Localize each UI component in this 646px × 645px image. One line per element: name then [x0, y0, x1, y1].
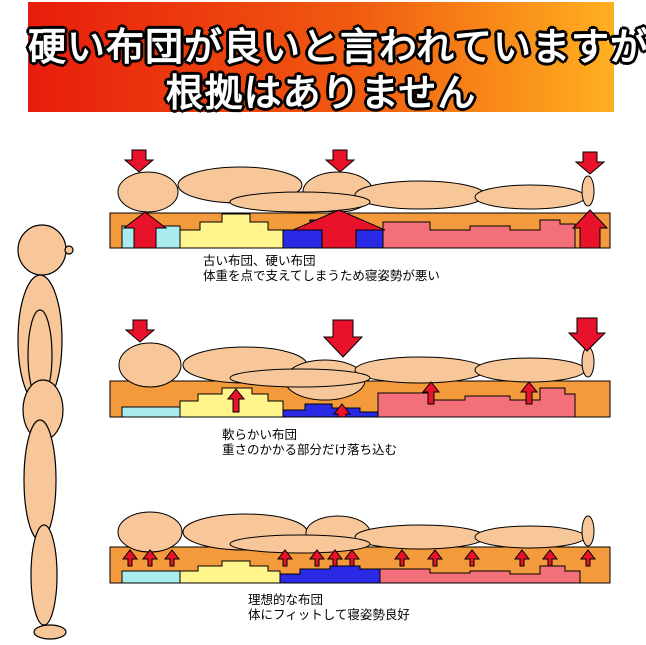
- body-head: [117, 171, 179, 213]
- up-arrow: [426, 549, 444, 567]
- up-arrow: [393, 549, 411, 567]
- figure-shin: [30, 524, 58, 626]
- caption-ideal-futon: 理想的な布団 体にフィットして寝姿勢良好: [248, 592, 410, 622]
- caption-title: 理想的な布団: [248, 592, 324, 607]
- body-arm: [229, 368, 371, 388]
- zone-cyan: [121, 570, 181, 584]
- title-line-2: 根拠はありません: [165, 71, 477, 115]
- figure-nose: [64, 245, 74, 255]
- body-thigh: [354, 524, 486, 550]
- body-thigh: [354, 180, 486, 210]
- body-head: [118, 342, 182, 388]
- down-arrow: [322, 319, 364, 358]
- pressure-arrows-1: [122, 149, 609, 249]
- zone-cyan: [121, 406, 181, 418]
- caption-title: 古い布団、硬い布団: [203, 253, 316, 268]
- up-arrow: [308, 549, 326, 567]
- body-arm: [229, 191, 371, 213]
- title-banner-background: [28, 2, 614, 112]
- up-arrow: [421, 381, 441, 405]
- lying-body-2: [118, 342, 595, 401]
- caption-desc: 体重を点で支えてしまうため寝姿勢が悪い: [203, 268, 440, 283]
- up-arrow: [332, 403, 352, 418]
- title-banner: 硬い布団が良いと言われていますが 根拠はありません: [28, 2, 646, 115]
- up-arrow: [121, 549, 139, 567]
- figure-foot: [33, 624, 67, 640]
- mattress-ideal: [109, 546, 611, 584]
- title-line-1: 硬い布団が良いと言われていますが: [28, 25, 646, 69]
- panel-hard-futon: [109, 149, 611, 249]
- up-arrow: [276, 549, 294, 567]
- up-arrow: [541, 549, 559, 567]
- body-calf: [474, 357, 586, 383]
- zone-pink: [379, 565, 581, 584]
- up-arrow: [163, 549, 181, 567]
- lying-body-3: [117, 511, 595, 554]
- up-arrow: [519, 381, 539, 405]
- zone-pink: [382, 219, 576, 249]
- body-foot: [581, 515, 595, 547]
- pressure-arrows-2: [124, 317, 607, 418]
- body-foot: [581, 175, 595, 207]
- body-foot: [581, 346, 595, 378]
- up-arrow: [463, 549, 481, 567]
- up-arrow: [579, 549, 597, 567]
- caption-soft-futon: 軟らかい布団 重さのかかる部分だけ落ち込む: [222, 427, 397, 457]
- body-thigh: [354, 356, 486, 384]
- panel-ideal-futon: [109, 511, 611, 584]
- figure-thigh: [23, 419, 57, 541]
- down-arrow: [124, 319, 156, 343]
- body-head: [117, 511, 183, 553]
- up-arrow: [326, 549, 344, 567]
- up-arrow: [292, 209, 386, 249]
- up-arrow: [141, 549, 159, 567]
- zone-yellow: [179, 560, 281, 584]
- body-calf: [474, 525, 586, 549]
- caption-title: 軟らかい布団: [222, 427, 298, 442]
- caption-desc: 体にフィットして寝姿勢良好: [248, 607, 410, 622]
- standing-figure: [17, 224, 74, 640]
- pressure-arrows-3: [121, 549, 597, 567]
- up-arrow: [122, 211, 168, 249]
- down-arrow: [123, 149, 155, 173]
- up-arrow: [226, 388, 246, 413]
- body-arm: [229, 534, 371, 554]
- down-arrow: [324, 149, 356, 173]
- figure-head: [17, 224, 67, 276]
- up-arrow: [571, 209, 609, 249]
- body-calf: [474, 184, 586, 210]
- up-arrow: [513, 549, 531, 567]
- down-arrow: [574, 151, 606, 175]
- zone-yellow: [179, 387, 284, 418]
- caption-hard-futon: 古い布団、硬い布団 体重を点で支えてしまうため寝姿勢が悪い: [203, 253, 440, 283]
- caption-desc: 重さのかかる部分だけ落ち込む: [222, 442, 398, 457]
- down-arrow: [567, 317, 607, 352]
- up-arrow: [343, 549, 361, 567]
- panel-soft-futon: [109, 317, 611, 418]
- lying-body-1: [117, 166, 595, 213]
